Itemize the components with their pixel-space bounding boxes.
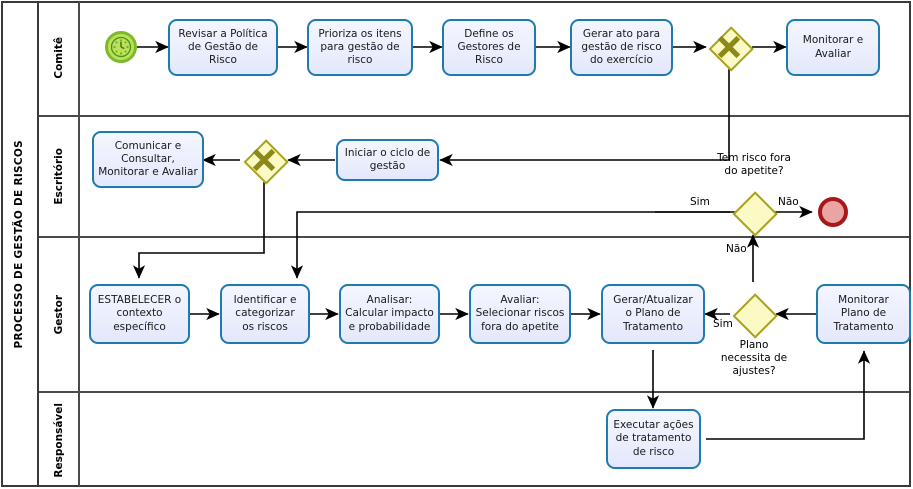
task-line: Avaliar: bbox=[500, 294, 540, 307]
task-monitorar-plano[interactable]: Monitorar Plano de Tratamento bbox=[816, 284, 911, 344]
task-line: do exercício bbox=[590, 54, 653, 67]
task-line: Selecionar riscos bbox=[475, 307, 565, 320]
task-line: de risco bbox=[632, 445, 675, 458]
task-line: e probabilidade bbox=[348, 320, 431, 333]
task-line: Calcular impacto bbox=[345, 307, 434, 320]
task-line: Gerar/Atualizar bbox=[613, 294, 693, 307]
exclusive-x-icon bbox=[717, 35, 741, 59]
end-event[interactable] bbox=[818, 197, 848, 227]
lane-label-gestor-text: Gestor bbox=[52, 294, 65, 335]
task-define-gestores[interactable]: Define os Gestores de Risco bbox=[442, 19, 536, 76]
lane-responsavel: Responsável bbox=[39, 393, 909, 487]
gateway-exclusive-escritorio[interactable] bbox=[243, 139, 289, 185]
task-identificar-categorizar[interactable]: Identificar e categorizar os riscos bbox=[220, 284, 310, 344]
task-line: Revisar a Política bbox=[178, 27, 268, 40]
task-avaliar-selecionar[interactable]: Avaliar: Selecionar riscos fora do apeti… bbox=[469, 284, 571, 344]
gateway-tem-risco-fora-apetite[interactable] bbox=[732, 191, 778, 237]
task-line: Risco bbox=[475, 54, 503, 67]
task-line: fora do apetite bbox=[481, 320, 559, 333]
timer-icon bbox=[110, 36, 132, 58]
task-line: Comunicar e bbox=[114, 139, 182, 152]
gateway-label-line: Plano bbox=[739, 339, 769, 351]
flow-label-sim-apetite: Sim bbox=[690, 196, 710, 208]
task-priorizar-itens[interactable]: Prioriza os itens para gestão de risco bbox=[307, 19, 413, 76]
task-line: de Gestão de bbox=[188, 40, 258, 53]
task-line: categorizar bbox=[235, 307, 295, 320]
lane-label-responsavel-text: Responsável bbox=[52, 402, 65, 478]
task-line: de tratamento bbox=[615, 432, 692, 445]
gateway-diamond bbox=[732, 293, 778, 339]
task-line: Consultar, bbox=[121, 152, 175, 165]
gateway-plano-necessita-ajustes[interactable] bbox=[732, 293, 778, 339]
task-line: Plano de bbox=[840, 307, 887, 320]
lane-label-comite-text: Comitê bbox=[52, 37, 65, 79]
task-line: Tratamento bbox=[833, 320, 894, 333]
task-line: o Plano de bbox=[625, 307, 681, 320]
task-line: ESTABELECER o bbox=[97, 294, 182, 307]
task-line: para gestão de bbox=[320, 40, 400, 53]
gateway-diamond bbox=[732, 191, 778, 237]
task-line: contexto bbox=[116, 307, 163, 320]
flow-label-sim-ajustes: Sim bbox=[713, 318, 733, 330]
gateway-label-line: ajustes? bbox=[732, 365, 776, 378]
gateway-label-plano-ajustes: Plano necessita de ajustes? bbox=[700, 339, 808, 378]
pool-label-text: PROCESSO DE GESTÃO DE RISCOS bbox=[13, 139, 25, 349]
task-revisar-politica[interactable]: Revisar a Política de Gestão de Risco bbox=[168, 19, 278, 76]
task-iniciar-ciclo[interactable]: Iniciar o ciclo de gestão bbox=[336, 139, 439, 181]
task-line: Avaliar bbox=[815, 47, 851, 60]
task-line: Gerar ato para bbox=[582, 27, 661, 40]
task-line: Define os bbox=[464, 27, 514, 40]
task-line: Monitorar e Avaliar bbox=[98, 166, 198, 179]
task-line: risco bbox=[347, 54, 373, 67]
task-executar-acoes[interactable]: Executar ações de tratamento de risco bbox=[606, 409, 701, 469]
task-gerar-ato[interactable]: Gerar ato para gestão de risco do exercí… bbox=[570, 19, 673, 76]
flow-label-nao-up: Não bbox=[726, 243, 747, 255]
gateway-label-line: Tem risco fora bbox=[717, 152, 791, 164]
task-line: gestão de risco bbox=[581, 40, 662, 53]
task-line: os riscos bbox=[242, 320, 288, 333]
lane-label-comite: Comitê bbox=[39, 1, 80, 115]
flow-label-nao-end: Não bbox=[778, 196, 799, 208]
task-line: Iniciar o ciclo de bbox=[344, 146, 431, 159]
pool-label: PROCESSO DE GESTÃO DE RISCOS bbox=[1, 1, 39, 487]
task-line: Monitorar bbox=[838, 294, 889, 307]
lane-label-escritorio: Escritório bbox=[39, 117, 80, 236]
gateway-exclusive-comite[interactable] bbox=[708, 26, 754, 72]
task-line: Risco bbox=[209, 54, 237, 67]
lane-label-gestor: Gestor bbox=[39, 238, 80, 391]
task-line: Analisar: bbox=[366, 294, 413, 307]
exclusive-x-icon bbox=[252, 148, 276, 172]
task-line: Monitorar e bbox=[802, 34, 864, 47]
task-analisar-impacto[interactable]: Analisar: Calcular impacto e probabilida… bbox=[339, 284, 440, 344]
gateway-label-tem-risco: Tem risco fora do apetite? bbox=[694, 152, 814, 178]
task-line: Prioriza os itens bbox=[318, 27, 402, 40]
task-line: específico bbox=[113, 320, 166, 333]
task-line: Identificar e bbox=[233, 294, 297, 307]
task-line: gestão bbox=[369, 160, 406, 172]
task-line: Executar ações bbox=[613, 419, 694, 432]
task-line: Tratamento bbox=[622, 320, 684, 333]
gateway-label-line: do apetite? bbox=[724, 165, 784, 178]
task-gerar-plano-tratamento[interactable]: Gerar/Atualizar o Plano de Tratamento bbox=[601, 284, 705, 344]
gateway-label-line: necessita de bbox=[720, 352, 788, 365]
lane-label-escritorio-text: Escritório bbox=[52, 148, 65, 205]
task-line: Gestores de bbox=[457, 40, 521, 53]
lane-gestor: Gestor bbox=[39, 238, 909, 393]
timer-start-event[interactable] bbox=[105, 31, 137, 63]
task-comunicar-consultar[interactable]: Comunicar e Consultar, Monitorar e Avali… bbox=[92, 131, 204, 188]
lane-label-responsavel: Responsável bbox=[39, 393, 80, 487]
task-estabelecer-contexto[interactable]: ESTABELECER o contexto específico bbox=[89, 284, 190, 344]
task-monitorar-avaliar[interactable]: Monitorar e Avaliar bbox=[786, 19, 880, 76]
